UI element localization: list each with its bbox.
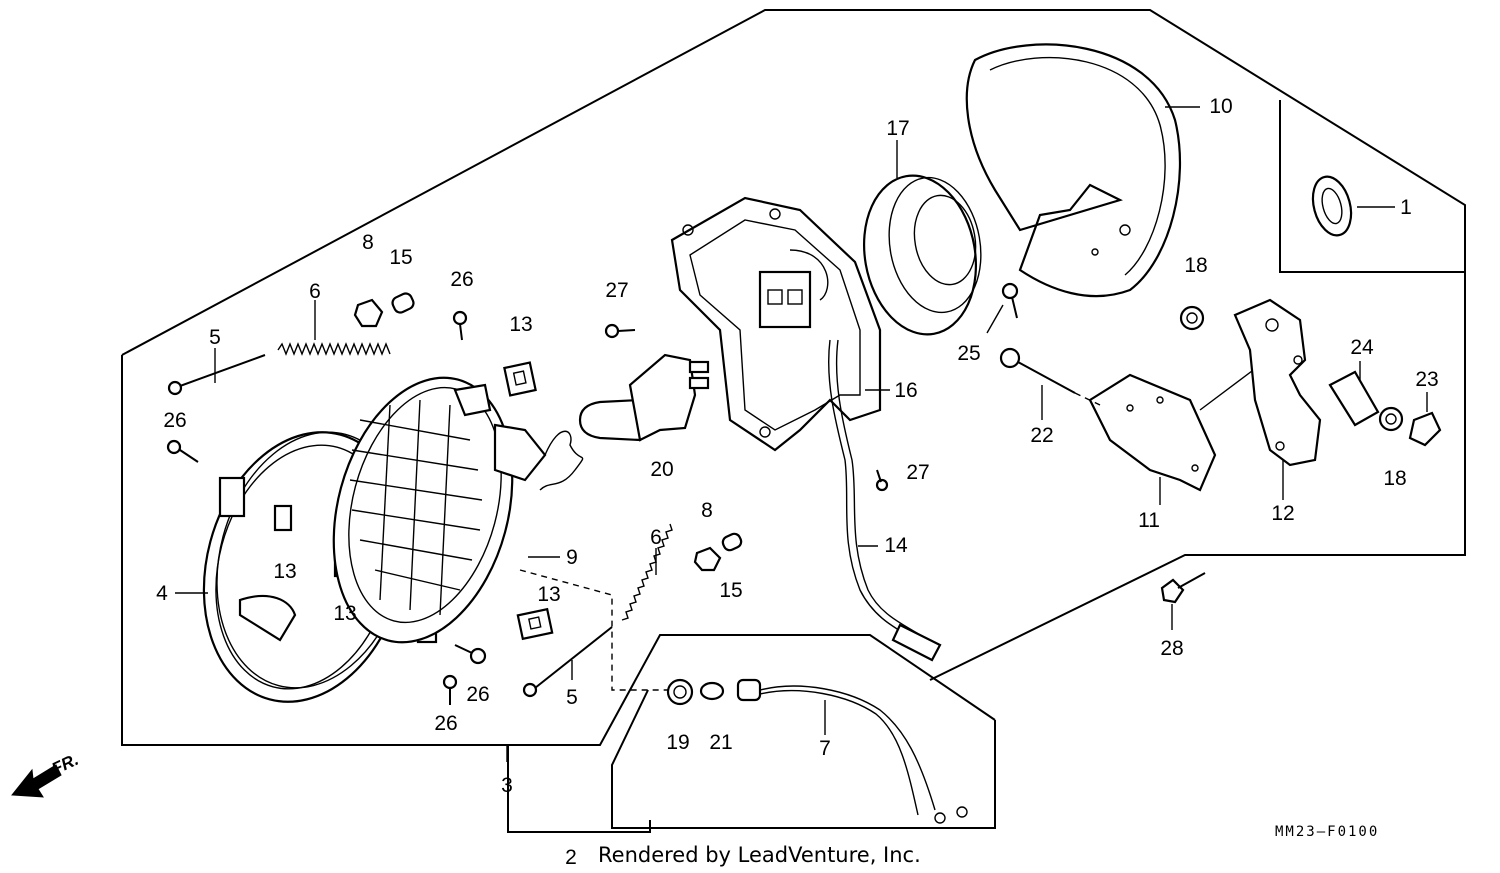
assembly-group-outline xyxy=(121,9,1466,833)
callout-27-lower: 27 xyxy=(906,461,929,484)
headlight-unit xyxy=(332,376,584,644)
callout-23: 23 xyxy=(1415,368,1438,391)
screw-26-left xyxy=(166,439,199,463)
screw-26-upper xyxy=(452,310,468,341)
screw-26-lower-left xyxy=(442,674,458,705)
callout-26-left: 26 xyxy=(163,409,186,432)
callout-26-lower-right: 26 xyxy=(466,683,489,706)
front-direction-arrow: FR. xyxy=(11,750,82,798)
callout-21: 21 xyxy=(709,731,732,754)
callout-15-lower: 15 xyxy=(719,579,742,602)
headlight-stay-right xyxy=(1088,364,1261,492)
screw-27-upper xyxy=(604,323,636,339)
position-light-bulb xyxy=(699,681,725,701)
mounting-bolt-22 xyxy=(999,347,1101,406)
callout-18-lower: 18 xyxy=(1383,467,1406,490)
cap-nut xyxy=(1408,411,1442,447)
screw-26-lower-right xyxy=(454,644,487,665)
callout-8-lower: 8 xyxy=(701,499,713,522)
callout-11: 11 xyxy=(1138,509,1160,532)
collar-upper xyxy=(391,292,415,314)
wiring-harness xyxy=(827,339,942,662)
spring-upper xyxy=(277,342,391,356)
rubber-mount-lower xyxy=(1378,406,1404,432)
hex-nut-lower xyxy=(693,546,722,572)
callout-20: 20 xyxy=(650,458,673,481)
position-light-harness xyxy=(736,678,968,824)
callout-7: 7 xyxy=(819,737,831,760)
rubber-mount-upper xyxy=(1179,305,1205,331)
screw-27-lower xyxy=(875,469,889,492)
callout-27-upper: 27 xyxy=(605,279,628,302)
hex-nut-upper xyxy=(353,298,384,328)
callout-5-upper: 5 xyxy=(209,326,221,349)
callout-22: 22 xyxy=(1030,424,1053,447)
callout-1: 1 xyxy=(1400,196,1412,219)
adjusting-screw-lower xyxy=(522,626,613,698)
diagram-code: MM23–F0100 xyxy=(1275,824,1379,840)
callout-labels: 1 2 3 4 5 5 6 6 7 8 8 9 10 11 12 13 13 1… xyxy=(156,95,1439,869)
callout-10: 10 xyxy=(1209,95,1232,118)
callout-4: 4 xyxy=(156,582,168,605)
callout-15-upper: 15 xyxy=(389,246,412,269)
callout-2: 2 xyxy=(565,846,577,869)
callout-6-lower: 6 xyxy=(650,526,662,549)
position-light-socket xyxy=(666,678,694,706)
callout-12: 12 xyxy=(1271,502,1294,525)
callout-13-rim-upper: 13 xyxy=(273,560,296,583)
callout-6-upper: 6 xyxy=(309,280,321,303)
callout-9: 9 xyxy=(566,546,578,569)
callout-17: 17 xyxy=(886,117,909,140)
spring-clip-lower xyxy=(516,607,554,641)
callout-5-lower: 5 xyxy=(566,686,578,709)
collar xyxy=(1328,370,1380,427)
callout-8-upper: 8 xyxy=(362,231,374,254)
callout-28: 28 xyxy=(1160,637,1183,660)
callout-26-lower-left: 26 xyxy=(434,712,457,735)
callout-13-lower: 13 xyxy=(537,583,560,606)
leader-lines xyxy=(175,106,1428,762)
collar-lower xyxy=(721,532,743,552)
callout-13-rim-lower: 13 xyxy=(333,602,356,625)
callout-26-upper: 26 xyxy=(450,268,473,291)
callout-14: 14 xyxy=(884,534,908,557)
grommet xyxy=(1311,175,1353,237)
headlight-bulb xyxy=(578,353,710,442)
callout-24: 24 xyxy=(1350,336,1374,359)
callout-18-upper: 18 xyxy=(1184,254,1207,277)
headlight-case xyxy=(965,43,1182,298)
assembly-dashes xyxy=(519,569,668,691)
callout-13-upper: 13 xyxy=(509,313,532,336)
adjusting-screw-upper xyxy=(167,354,266,396)
callout-3: 3 xyxy=(501,774,513,797)
socket-cover xyxy=(862,174,982,336)
headlight-case-bracket xyxy=(670,196,882,452)
spring-lower xyxy=(621,523,673,621)
screw-25 xyxy=(1001,282,1019,319)
callout-16: 16 xyxy=(894,379,917,402)
headlight-stay-left xyxy=(1233,298,1322,467)
spring-clip-upper xyxy=(503,361,537,397)
callout-25: 25 xyxy=(957,342,980,365)
credit-text: Rendered by LeadVenture, Inc. xyxy=(598,843,921,867)
flange-bolt-28 xyxy=(1160,572,1206,604)
callout-19: 19 xyxy=(666,731,689,754)
